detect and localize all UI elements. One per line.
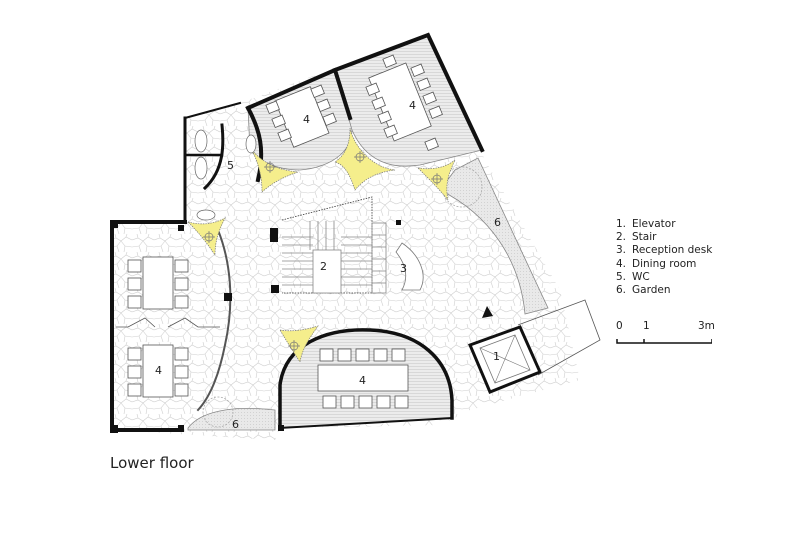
wc-fixtures bbox=[194, 129, 257, 221]
tree-icon bbox=[441, 166, 483, 208]
label-garden-bottom: 6 bbox=[232, 418, 239, 431]
label-dining-bottom: 4 bbox=[359, 374, 366, 387]
legend-item-garden: 6. Garden bbox=[616, 284, 712, 297]
legend-num: 5. bbox=[616, 270, 627, 283]
folding-partition bbox=[116, 317, 220, 328]
tree-icon bbox=[202, 396, 234, 428]
legend-label: Elevator bbox=[632, 218, 676, 230]
furniture bbox=[127, 54, 443, 409]
legend-num: 2. bbox=[616, 231, 627, 244]
plan-caption: Lower floor bbox=[110, 454, 194, 472]
legend-item-reception: 3. Reception desk bbox=[616, 244, 712, 257]
legend-item-wc: 5. WC bbox=[616, 271, 712, 284]
label-dining-top-right: 4 bbox=[409, 99, 416, 112]
legend-item-elevator: 1. Elevator bbox=[616, 218, 712, 231]
label-reception: 3 bbox=[400, 262, 407, 275]
legend-label: Dining room bbox=[632, 257, 697, 270]
legend-num: 1. bbox=[616, 218, 627, 230]
scale-bar-graphic bbox=[616, 339, 712, 344]
scale-bar: 0 1 3m bbox=[612, 320, 715, 350]
label-elevator: 1 bbox=[493, 350, 500, 363]
label-dining-left: 4 bbox=[155, 364, 162, 377]
scale-tick-0: 0 bbox=[616, 320, 623, 332]
legend-label: WC bbox=[632, 270, 650, 283]
legend-label: Reception desk bbox=[632, 244, 713, 257]
legend-num: 4. bbox=[616, 257, 627, 270]
label-wc: 5 bbox=[227, 159, 234, 172]
column-target-icons bbox=[203, 151, 443, 352]
columns bbox=[110, 220, 401, 433]
legend: 1. Elevator 2. Stair 3. Reception desk 4. Di… bbox=[616, 218, 712, 297]
scale-tick-3m: 3m bbox=[698, 320, 715, 332]
stair bbox=[281, 196, 387, 294]
scale-tick-1: 1 bbox=[643, 320, 650, 332]
legend-label: Stair bbox=[632, 231, 657, 244]
label-dining-top-left: 4 bbox=[303, 113, 310, 126]
legend-label: Garden bbox=[632, 284, 671, 297]
legend-item-stair: 2. Stair bbox=[616, 231, 712, 244]
yellow-columns bbox=[186, 127, 456, 363]
legend-item-dining: 4. Dining room bbox=[616, 258, 712, 271]
label-stair: 2 bbox=[320, 260, 327, 273]
legend-num: 6. bbox=[616, 284, 627, 297]
elevator bbox=[467, 299, 601, 394]
legend-num: 3. bbox=[616, 244, 627, 257]
entrance-arrow-icon bbox=[482, 306, 493, 318]
label-garden-right: 6 bbox=[494, 216, 501, 229]
reception-desk bbox=[395, 242, 424, 291]
